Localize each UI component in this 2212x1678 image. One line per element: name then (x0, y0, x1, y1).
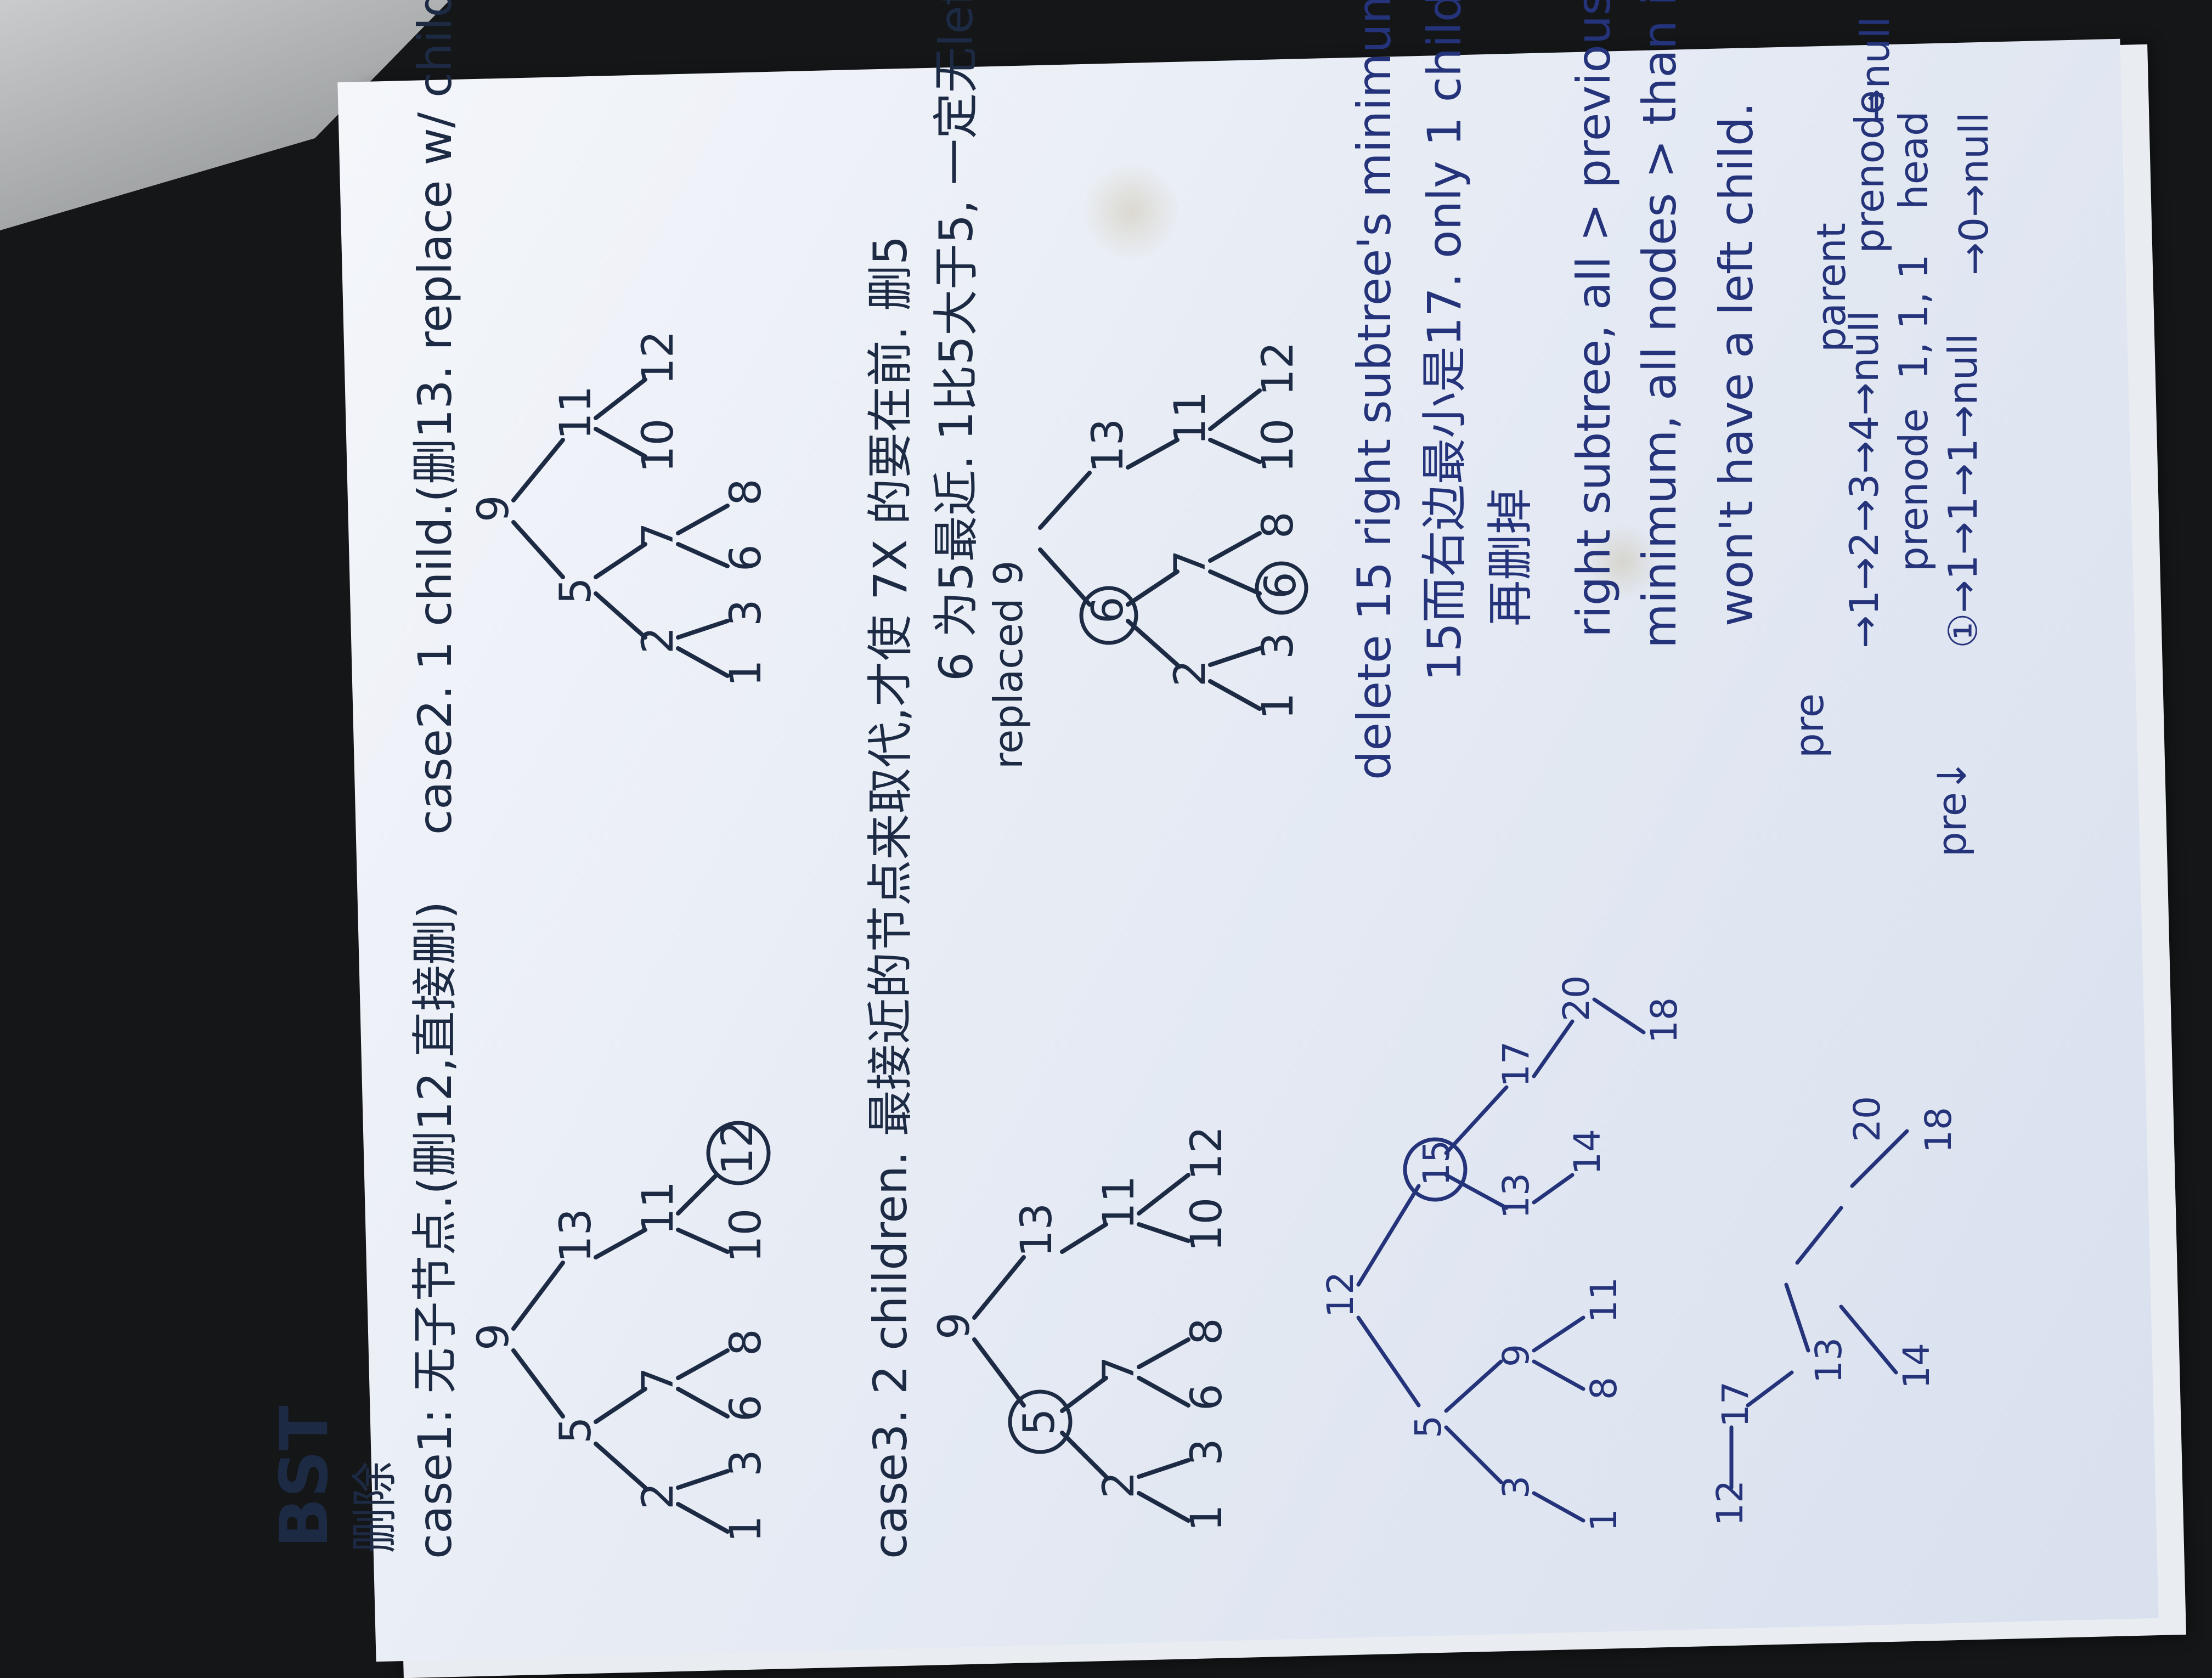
tree5-node: 17 (1495, 1041, 1537, 1087)
pre-label-2: pre↓ (1929, 759, 1975, 857)
tree3-node: 8 (1182, 1318, 1232, 1345)
tree5-node: 20 (1555, 975, 1598, 1021)
case3-text: case3. 2 children. 最接近的节点来取代,才使 7X 的要在前.… (864, 235, 917, 1559)
tree5-node: 3 (1495, 1476, 1537, 1499)
tree5-node: 5 (1407, 1415, 1449, 1438)
tree3-node: 11 (1094, 1176, 1144, 1230)
tree1-node: 8 (721, 1329, 771, 1356)
list-bottom: ①→1→1→1→null (1940, 333, 1986, 648)
case1-text: case1: 无子节点.(删12,直接删) (408, 901, 462, 1559)
tree6-node: 17 (1714, 1381, 1757, 1427)
tree2-node: 5 (551, 577, 601, 604)
tree1-node: 3 (721, 1449, 771, 1477)
tree3-node: 9 (930, 1312, 979, 1340)
tree3-node: 2 (1094, 1471, 1144, 1499)
case2-text: case2. 1 child.(删13. replace w/ child (408, 0, 462, 835)
tree1-node: 9 (469, 1323, 518, 1351)
tree5-node: 14 (1566, 1129, 1609, 1175)
tree6-node: 20 (1846, 1096, 1888, 1142)
tree1-node: 7 (634, 1367, 683, 1394)
minimum-text: minimum, all nodes > than it as a root (1633, 0, 1686, 648)
tree2-node: 7 (634, 522, 683, 550)
tree2-node: 12 (634, 331, 683, 385)
tree2-node: 8 (721, 478, 771, 506)
pre-label: pre (1786, 693, 1832, 758)
delete15-subtext-2: 再删掉 (1483, 488, 1537, 626)
tree1-node: 6 (721, 1394, 771, 1422)
tree4-node: 6 (1084, 596, 1133, 624)
tree1-node: 1 (721, 1515, 771, 1543)
tree4-node: 13 (1084, 419, 1133, 473)
tree-case3: 9 5 13 2 7 11 1 3 6 8 10 12 (930, 1126, 1232, 1532)
tree4-node: 11 (1166, 391, 1215, 445)
tree3-node: 13 (1012, 1203, 1062, 1257)
tree5-node: 1 (1583, 1508, 1625, 1532)
tree2-node: 10 (634, 419, 683, 473)
null-bottom: →0→null (1951, 112, 1997, 275)
tree6-node: 13 (1808, 1337, 1850, 1383)
tree3-node: 7 (1094, 1356, 1144, 1383)
null-label: →null (1852, 16, 1898, 122)
tree4-node: 7 (1166, 550, 1215, 577)
tree1-node: 11 (634, 1181, 683, 1235)
list-top: →1→2→3→4→null (1841, 310, 1887, 648)
head-label: head (1891, 111, 1937, 210)
tree3-node: 6 (1182, 1383, 1232, 1411)
tree6-node: 14 (1895, 1343, 1938, 1389)
tree3-node: 1 (1182, 1504, 1232, 1532)
tree5-node: 13 (1495, 1173, 1537, 1219)
tree3-node: 5 (1015, 1408, 1064, 1436)
tree5-node: 18 (1643, 997, 1685, 1043)
tree4-node: 6 (1256, 572, 1306, 599)
case3-subtext: 6 为5最近. 1比5大于5, 一定无left child. (929, 0, 983, 681)
tree4-node: 2 (1166, 659, 1215, 687)
tree-case2: 9 5 11 2 7 10 12 1 3 6 8 (469, 331, 771, 687)
tree5-node: 12 (1319, 1272, 1362, 1318)
tree4-node: 3 (1254, 632, 1303, 659)
tree2-node: 9 (469, 495, 518, 522)
tree1-node: 2 (634, 1482, 683, 1510)
tree3-node: 10 (1182, 1197, 1232, 1252)
tree-delete15-after: 12 17 13 14 20 18 (1709, 1096, 1960, 1526)
no-left-child-text: won't have a left child. (1709, 102, 1763, 626)
tree1-node: 10 (721, 1208, 771, 1263)
delete15-text: delete 15 right subtree's minimum (1347, 0, 1401, 780)
right-subtree-text: right subtree, all > previous node (1567, 0, 1621, 637)
tree4-node: 12 (1254, 342, 1303, 396)
tree2-node: 6 (721, 544, 771, 572)
tree3-node: 12 (1182, 1126, 1232, 1180)
tree4-node: 8 (1254, 511, 1303, 539)
tree-case3-replaced: 6 13 2 7 11 1 3 6 8 10 12 (1038, 342, 1308, 720)
tree1-node: 12 (713, 1121, 763, 1175)
tree-case1: 9 5 13 2 7 11 1 3 6 8 10 12 (469, 1121, 771, 1543)
tree6-node: 12 (1709, 1480, 1751, 1526)
tree6-node: 18 (1917, 1107, 1960, 1153)
handwritten-notes: BST 删除 case1: 无子节点.(删12,直接删) case2. 1 ch… (173, 0, 2039, 1614)
note-subtitle: 删除 (348, 1461, 402, 1553)
tree2-node: 2 (634, 626, 683, 654)
tree4-node: 10 (1254, 419, 1303, 473)
note-title: BST (267, 1405, 343, 1548)
tree5-node: 15 (1415, 1140, 1458, 1186)
tree5-node: 8 (1583, 1377, 1625, 1400)
delete15-subtext: 15而右边最小是17. only 1 child. (1418, 0, 1471, 681)
prenode-label: prenode (1891, 408, 1937, 572)
tree4-node: 1 (1254, 692, 1303, 720)
tree3-node: 3 (1182, 1438, 1232, 1466)
tree2-node: 1 (721, 659, 771, 687)
tree5-node: 11 (1583, 1277, 1625, 1323)
prev-seq: 1, 1, 1 (1891, 254, 1937, 380)
tree2-node: 3 (721, 599, 771, 626)
tree1-node: 5 (551, 1416, 601, 1444)
tree5-node: 9 (1495, 1344, 1537, 1367)
tree2-node: 11 (551, 386, 601, 440)
tree1-node: 13 (551, 1208, 601, 1263)
tree-delete15: 12 5 15 3 9 13 17 1 8 11 14 20 18 (1319, 975, 1685, 1532)
